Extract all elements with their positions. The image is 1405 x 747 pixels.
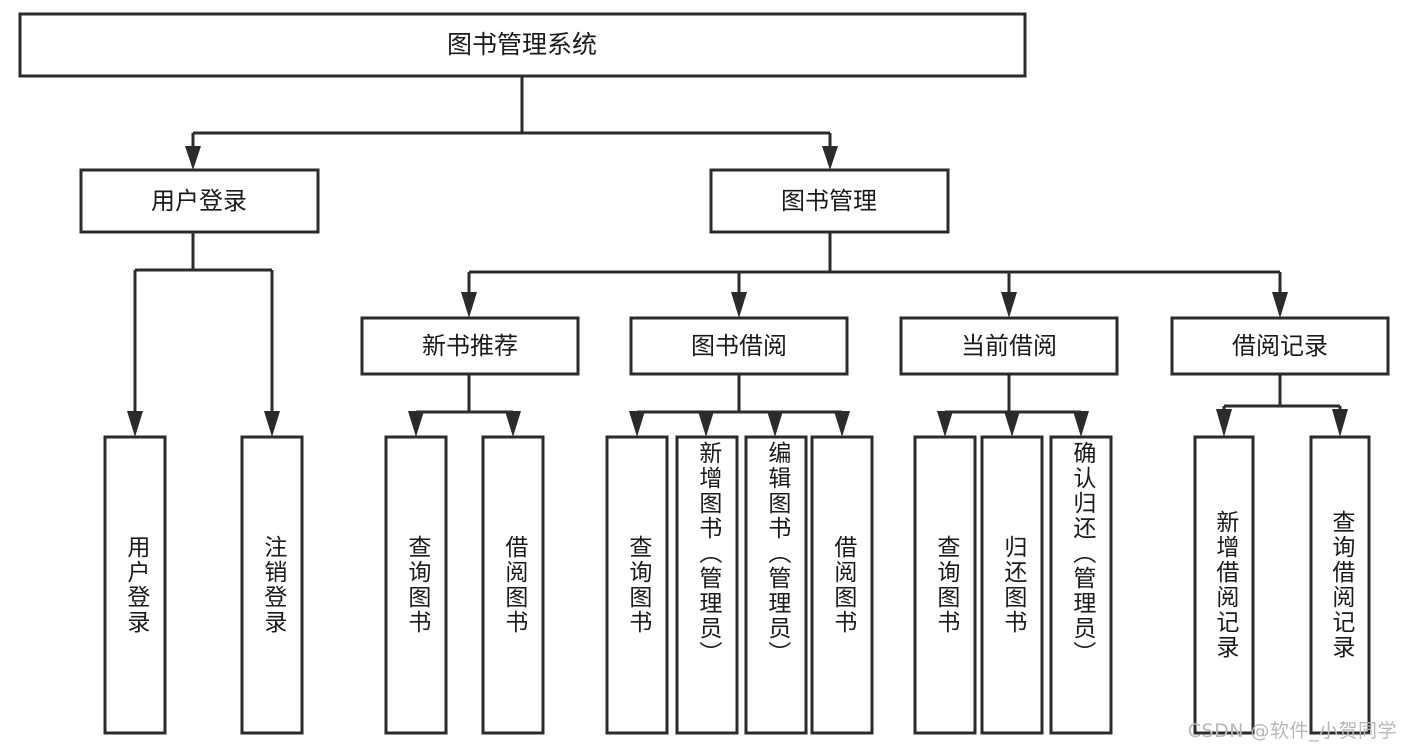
node-leaf-query-book-3-box[interactable] bbox=[913, 435, 977, 735]
node-root[interactable]: 图书管理系统 bbox=[18, 12, 1027, 78]
node-current-borrow-label: 当前借阅 bbox=[961, 332, 1057, 360]
arrowhead-leaf-add-record bbox=[1216, 409, 1232, 437]
arrowhead-leaf-user-login bbox=[127, 411, 143, 437]
arrowhead-leaf-query-record bbox=[1332, 409, 1348, 437]
node-borrow-record-label: 借阅记录 bbox=[1232, 332, 1328, 360]
node-leaf-user-login-box[interactable] bbox=[103, 435, 167, 735]
node-leaf-query-book-2-box[interactable] bbox=[605, 435, 669, 735]
node-leaf-user-logout-box[interactable] bbox=[240, 435, 304, 735]
node-book-manage-label: 图书管理 bbox=[781, 187, 877, 215]
node-leaf-confirm-return-box[interactable] bbox=[1049, 435, 1113, 735]
node-book-borrow-box[interactable] bbox=[629, 316, 849, 376]
arrowhead-leaf-borrow-book-1 bbox=[505, 411, 521, 437]
arrowhead-new-book-recommend bbox=[461, 292, 477, 318]
arrowhead-leaf-query-book-2 bbox=[629, 411, 645, 437]
node-root-box[interactable] bbox=[18, 12, 1027, 78]
arrowhead-book-manage bbox=[822, 146, 838, 170]
arrowhead-leaf-return-book bbox=[1004, 411, 1020, 437]
node-current-borrow[interactable]: 当前借阅 bbox=[899, 316, 1119, 376]
csdn-watermark: CSDN @软件_小贺同学 bbox=[1187, 720, 1397, 742]
node-borrow-record[interactable]: 借阅记录 bbox=[1170, 316, 1390, 376]
node-leaf-edit-book-box[interactable] bbox=[744, 435, 808, 735]
arrowhead-leaf-add-book bbox=[698, 411, 714, 437]
node-leaf-query-record-box[interactable] bbox=[1309, 435, 1371, 735]
node-leaf-query-book-1-box[interactable] bbox=[384, 435, 448, 735]
arrowhead-current-borrow bbox=[1001, 292, 1017, 318]
node-user-login-label: 用户登录 bbox=[151, 187, 247, 215]
node-user-login[interactable]: 用户登录 bbox=[79, 168, 320, 234]
node-leaf-return-book-box[interactable] bbox=[980, 435, 1044, 735]
node-user-login-box[interactable] bbox=[79, 168, 320, 234]
node-leaf-add-record-box[interactable] bbox=[1193, 435, 1255, 735]
arrowhead-user-login bbox=[185, 146, 201, 170]
arrowhead-leaf-user-logout bbox=[264, 411, 280, 437]
node-book-borrow[interactable]: 图书借阅 bbox=[629, 316, 849, 376]
node-leaf-add-book-box[interactable] bbox=[675, 435, 739, 735]
arrowhead-leaf-borrow-book-2 bbox=[834, 411, 850, 437]
arrowhead-leaf-edit-book bbox=[767, 411, 783, 437]
node-book-manage[interactable]: 图书管理 bbox=[709, 168, 950, 234]
arrowhead-leaf-query-book-1 bbox=[408, 411, 424, 437]
node-book-manage-box[interactable] bbox=[709, 168, 950, 234]
node-root-label: 图书管理系统 bbox=[447, 30, 597, 59]
arrowhead-borrow-record bbox=[1272, 292, 1288, 318]
arrowhead-leaf-query-book-3 bbox=[937, 411, 953, 437]
node-current-borrow-box[interactable] bbox=[899, 316, 1119, 376]
node-leaf-borrow-book-1-box[interactable] bbox=[481, 435, 545, 735]
node-new-book-recommend-box[interactable] bbox=[360, 316, 580, 376]
edge-layer bbox=[127, 76, 1348, 437]
node-borrow-record-box[interactable] bbox=[1170, 316, 1390, 376]
node-leaf-borrow-book-2-box[interactable] bbox=[810, 435, 874, 735]
arrowhead-book-borrow bbox=[731, 292, 747, 318]
node-new-book-recommend-label: 新书推荐 bbox=[422, 332, 518, 360]
node-book-borrow-label: 图书借阅 bbox=[691, 332, 787, 360]
node-new-book-recommend[interactable]: 新书推荐 bbox=[360, 316, 580, 376]
arrowhead-leaf-confirm-return bbox=[1073, 411, 1089, 437]
